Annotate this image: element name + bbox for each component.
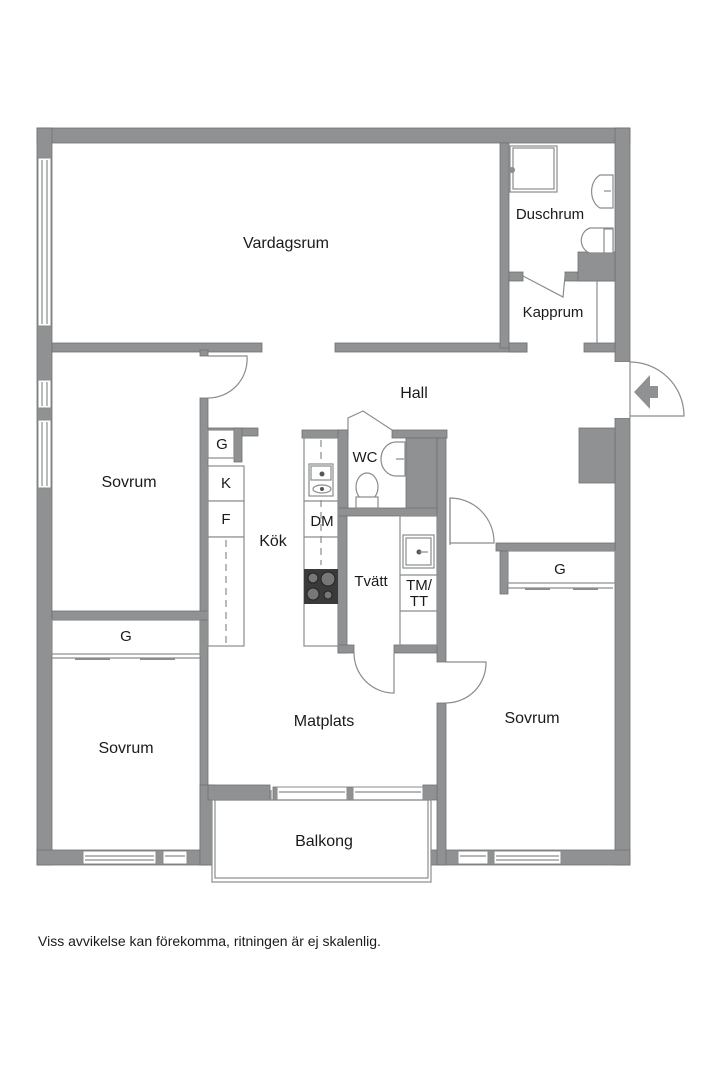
room-label-balcony: Balkong	[295, 833, 353, 850]
south-windows	[82, 786, 562, 865]
room-label-coat-room: Kapprum	[523, 304, 584, 321]
room-label-bedroom-southwest: Sovrum	[98, 740, 153, 757]
wc-fixtures	[355, 441, 406, 509]
closet-label-east: G	[554, 561, 566, 578]
room-label-bedroom-east: Sovrum	[504, 710, 559, 727]
interior-walls	[51, 142, 616, 866]
dishwasher-label: DM	[310, 513, 333, 530]
washer-label: TM/	[406, 577, 433, 594]
fridge-label: K	[221, 475, 231, 492]
west-windows	[37, 157, 52, 489]
closet-label-kitchen: G	[216, 436, 228, 453]
entrance-arrow-icon	[634, 375, 658, 409]
room-label-laundry: Tvätt	[354, 573, 388, 590]
room-label-shower-room: Duschrum	[516, 206, 584, 223]
kitchen-fixtures	[207, 429, 339, 647]
balcony	[211, 799, 432, 883]
disclaimer-text: Viss avvikelse kan förekomma, ritningen …	[38, 933, 381, 949]
room-label-bedroom-west: Sovrum	[101, 474, 156, 491]
freezer-label: F	[221, 511, 230, 528]
closet-label-southwest: G	[120, 628, 132, 645]
room-label-living-room: Vardagsrum	[243, 235, 329, 252]
wardrobes	[51, 550, 616, 660]
room-label-kitchen: Kök	[259, 533, 288, 550]
room-label-dining: Matplats	[294, 713, 354, 730]
laundry-fixtures	[399, 515, 438, 646]
shower-room-fixtures	[509, 145, 614, 254]
room-label-wc: WC	[353, 449, 378, 466]
dryer-label: TT	[410, 593, 428, 610]
entrance	[615, 361, 685, 418]
room-labels: Vardagsrum Duschrum Kapprum Hall Sovrum …	[98, 206, 584, 850]
room-label-hall: Hall	[400, 385, 428, 402]
fixture-labels: G K F DM TM/ TT G G	[120, 436, 566, 645]
